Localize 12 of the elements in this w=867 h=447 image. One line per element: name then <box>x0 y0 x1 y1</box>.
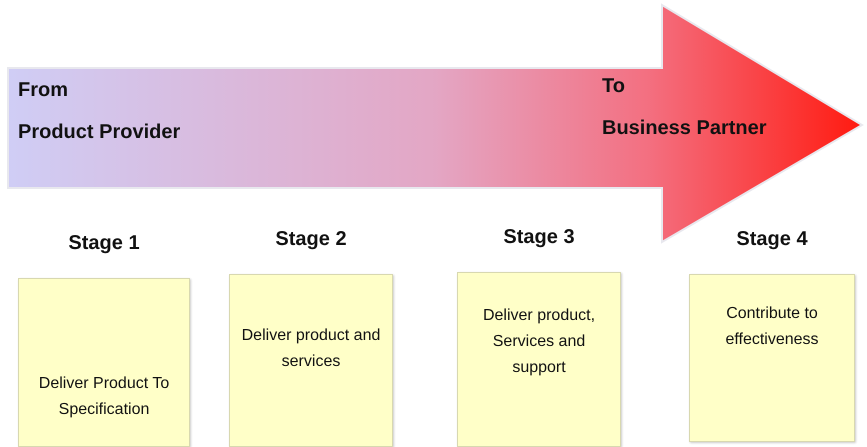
stage-heading: Stage 4 <box>735 228 809 251</box>
arrow-label: To <box>602 74 626 99</box>
stage-heading: Stage 1 <box>67 232 141 255</box>
stage-description: Contribute to effectiveness <box>724 304 820 350</box>
stage-description: Deliver product, Services and support <box>482 306 596 378</box>
stage-heading: Stage 2 <box>274 228 348 251</box>
arrow-text: Business Partner <box>602 116 768 141</box>
stage-heading: Stage 3 <box>502 226 576 249</box>
stage-description: Deliver product and services <box>240 326 382 372</box>
arrow-label: From <box>18 78 69 103</box>
stage-description: Deliver Product To Specification <box>38 374 170 420</box>
arrow-text: Product Provider <box>18 120 182 145</box>
